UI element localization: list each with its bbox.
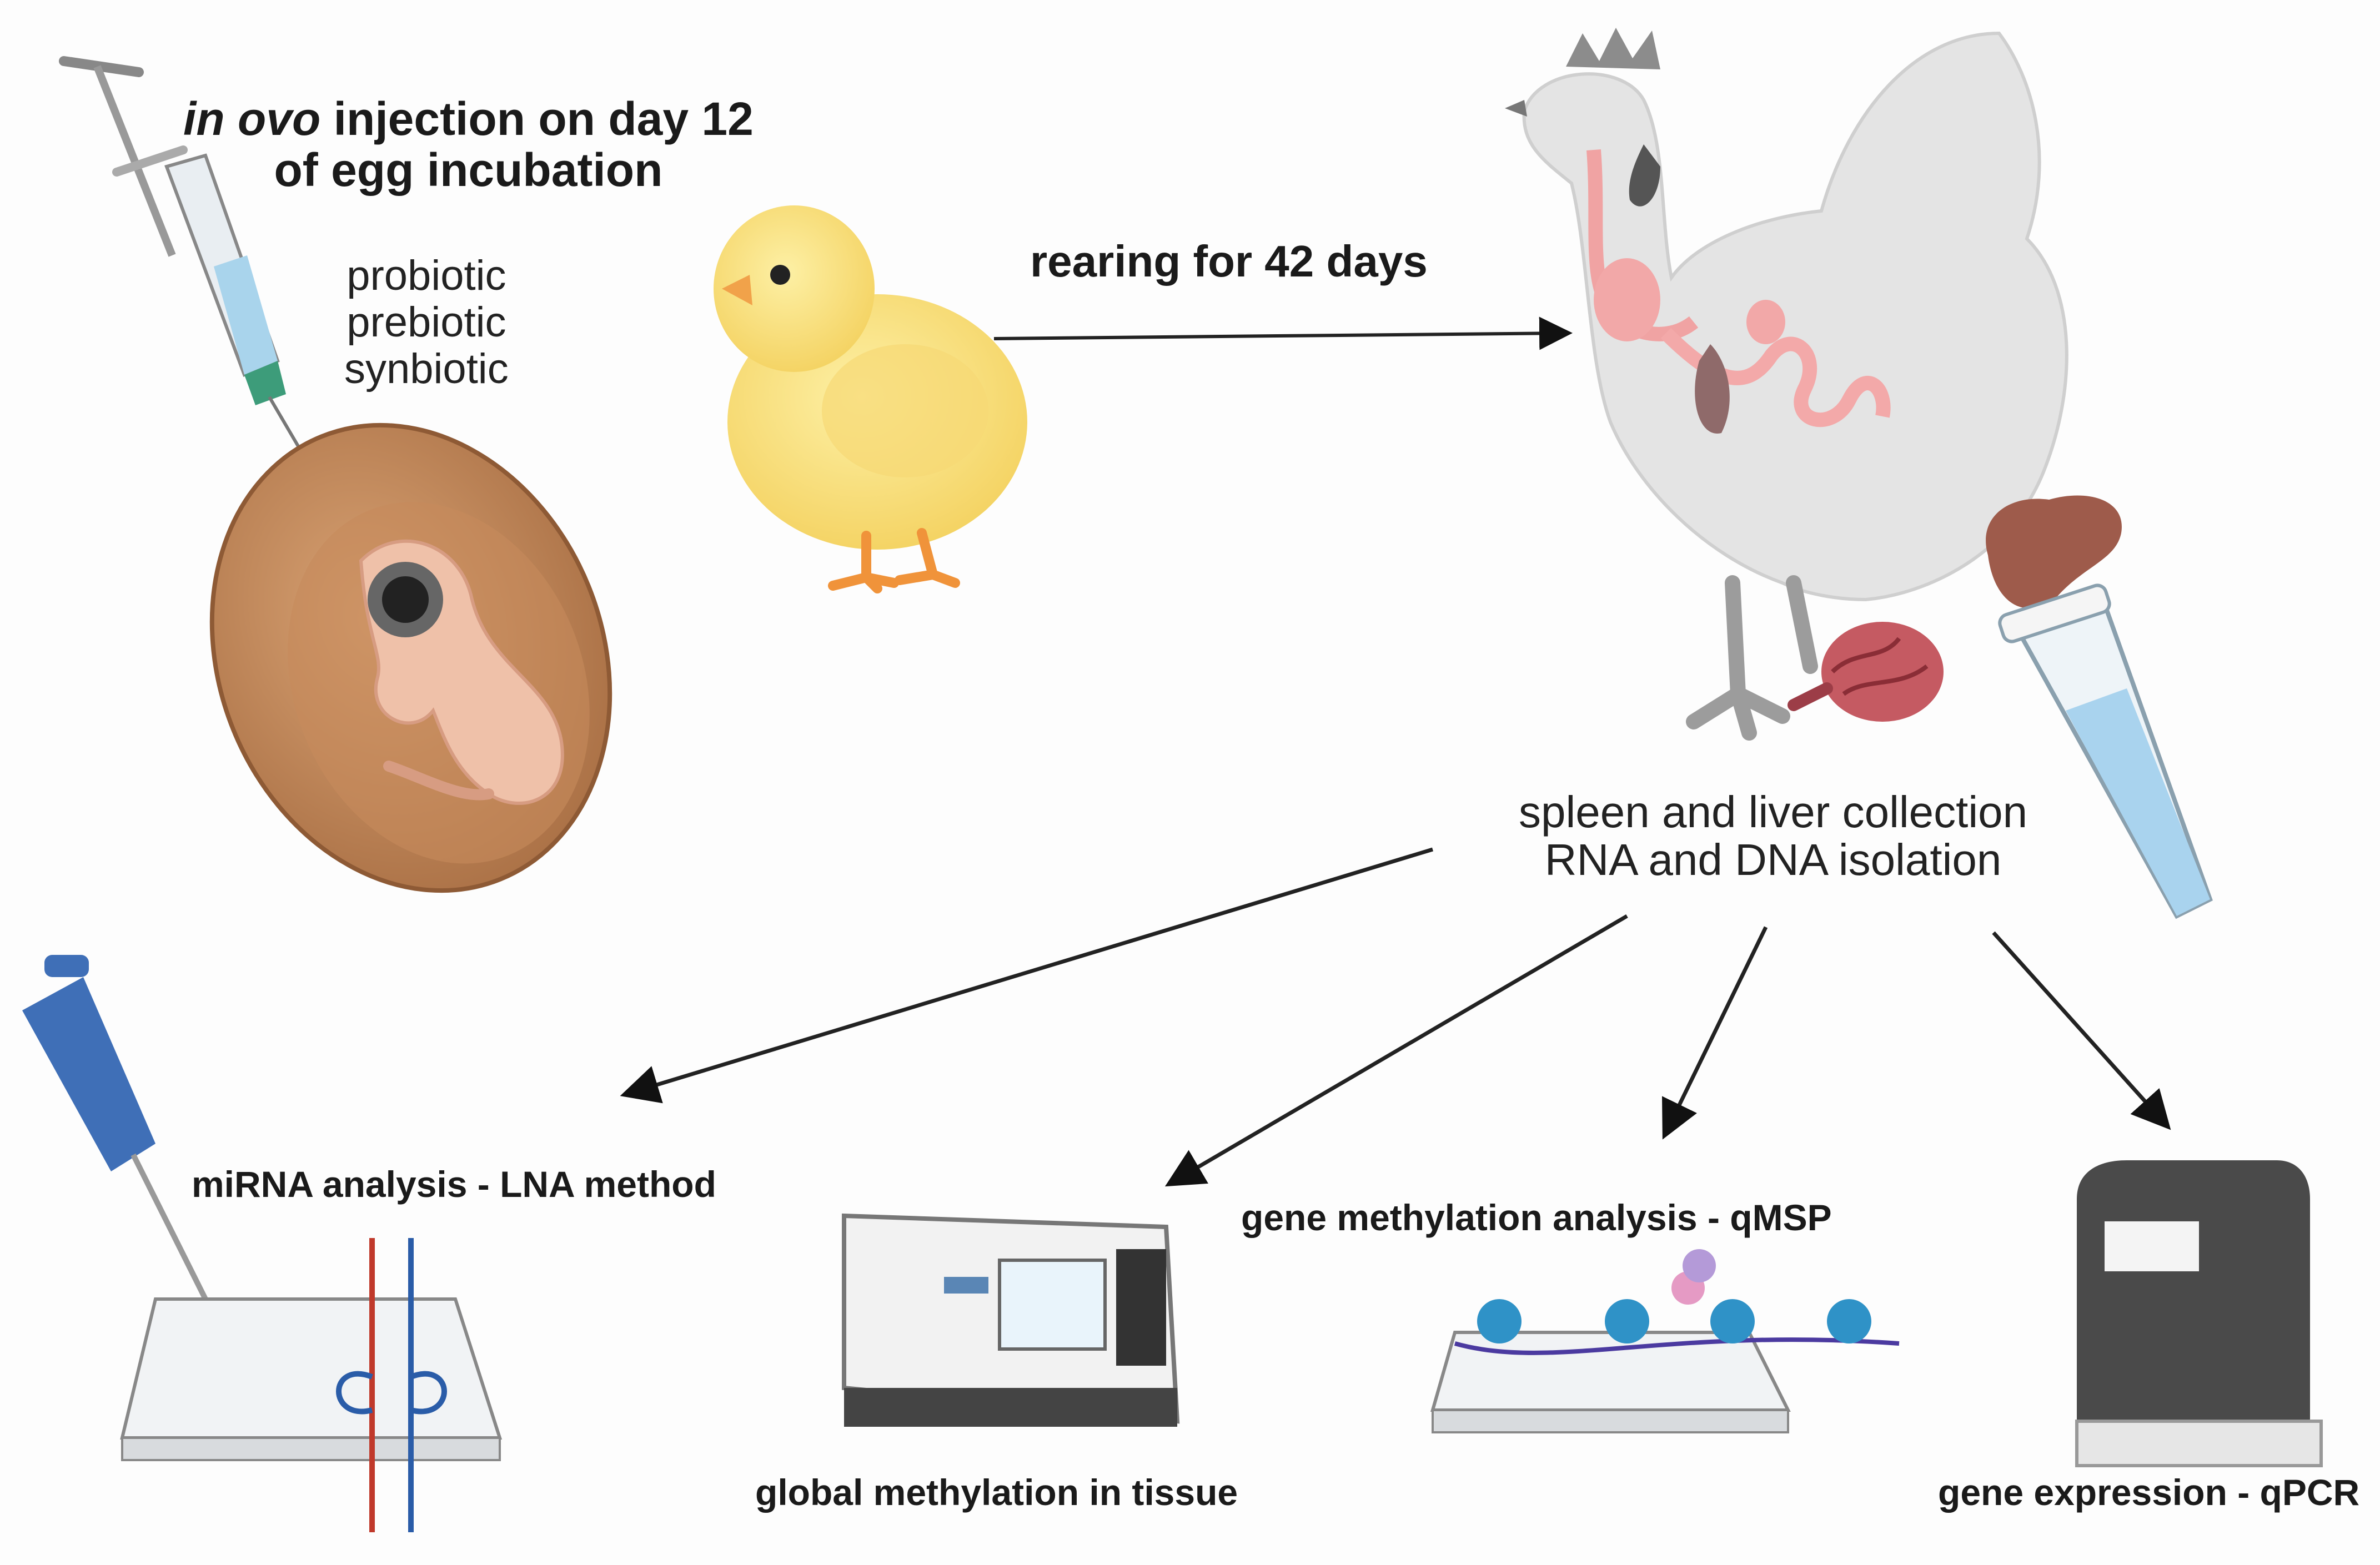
treatment-list: probiotic prebiotic synbiotic: [344, 253, 509, 392]
pipette-icon: [22, 955, 214, 1312]
rooster-icon: [1505, 28, 2068, 741]
arrow-to-gene-expression: [1992, 931, 2171, 1130]
arrows: [620, 316, 2171, 1187]
mirna-analysis-label: miRNA analysis - LNA method: [192, 1164, 716, 1205]
injection-title-rest: injection on day 12: [320, 93, 754, 145]
treatment-synbiotic: synbiotic: [344, 345, 509, 392]
collection-line2: RNA and DNA isolation: [1544, 835, 2002, 884]
qpcr-machine-icon: [2075, 1160, 2323, 1467]
gene-methylation-label: gene methylation analysis - qMSP: [1241, 1197, 1832, 1238]
collection-label: spleen and liver collection RNA and DNA …: [1519, 788, 2027, 884]
injection-title-line2: of egg incubation: [274, 144, 663, 196]
arrow-to-global: [1164, 914, 1628, 1187]
chick-icon: [714, 205, 1027, 593]
gene-expression-label: gene expression - qPCR: [1938, 1472, 2360, 1513]
egg-embryo-icon: [209, 422, 612, 893]
arrow-to-gene-methylation: [1662, 926, 1768, 1140]
injection-title-italic: in ovo: [183, 93, 321, 145]
arrow-rearing: [993, 316, 1573, 350]
collection-line1: spleen and liver collection: [1519, 787, 2028, 837]
treatment-probiotic: probiotic: [347, 252, 506, 299]
spleen-icon: [1787, 622, 1944, 722]
rearing-label: rearing for 42 days: [1030, 236, 1428, 286]
syringe-icon: [59, 56, 318, 479]
arrow-to-mirna: [620, 847, 1434, 1104]
treatment-prebiotic: prebiotic: [347, 299, 506, 346]
liver-tube-icon: [1986, 495, 2213, 919]
plate-mirna-icon: [120, 1238, 503, 1532]
plate-methylation-icon: [1430, 1249, 1900, 1433]
injection-title: in ovo injection on day 12 of egg incuba…: [183, 93, 754, 195]
global-methylation-label: global methylation in tissue: [755, 1472, 1238, 1513]
instrument-icon: [842, 1213, 1180, 1427]
